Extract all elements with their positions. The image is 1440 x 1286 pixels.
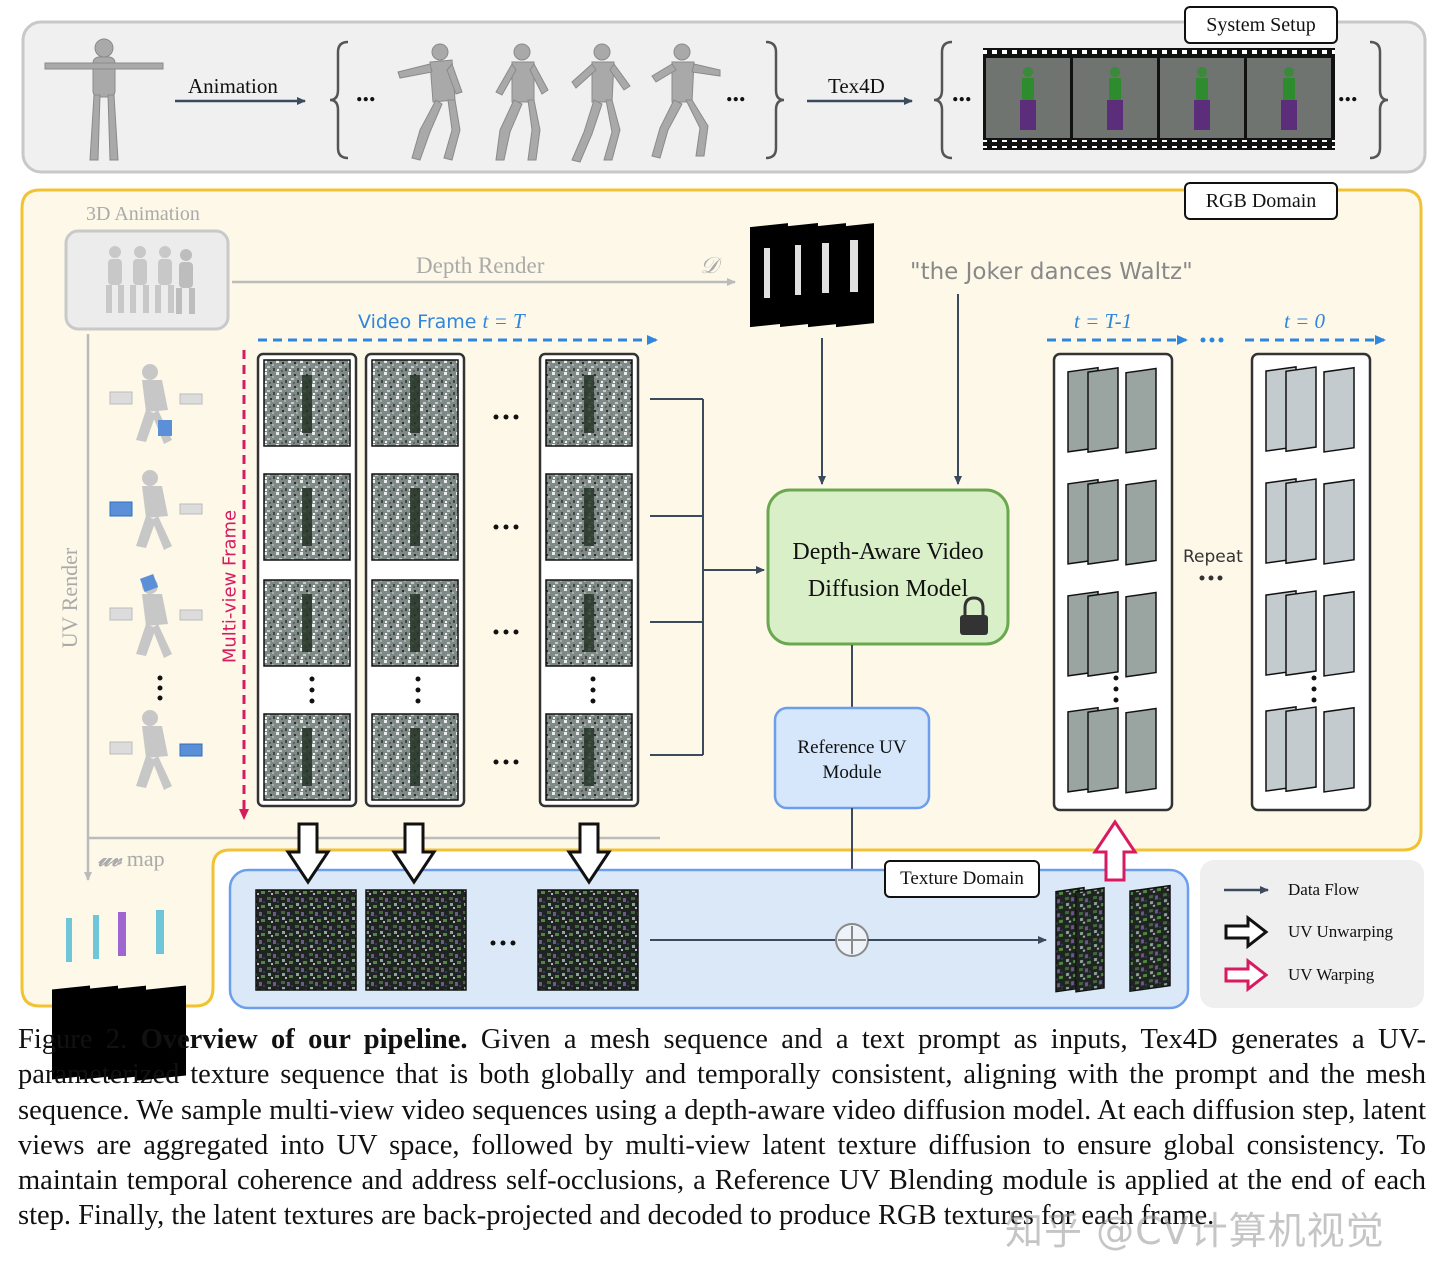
uv-map-stack [52, 910, 186, 1081]
dancing-mesh-2 [495, 43, 549, 161]
video-frame-var: t = T [482, 309, 525, 333]
system-setup-label: System Setup [1184, 6, 1338, 44]
depth-render-label: Depth Render [416, 253, 545, 278]
camera-view-1 [109, 364, 203, 444]
right-brace-2 [1369, 40, 1389, 160]
ellipsis-right-1: ... [726, 78, 746, 107]
repeat-ellipsis [1199, 575, 1223, 581]
animation-3d-label: 3D Animation [86, 203, 200, 225]
plus-circle-icon [835, 923, 869, 957]
depth-symbol: 𝒟 [700, 253, 719, 278]
joker-figures [1020, 67, 1297, 130]
output-column-t-minus [1052, 352, 1174, 812]
model-label: Depth-Aware Video Diffusion Model [768, 534, 1008, 608]
noisy-frame-figures [302, 375, 594, 786]
caption-body: Given a mesh sequence and a text prompt … [18, 1024, 1427, 1232]
output-stack [1067, 366, 1157, 454]
camera-view-3 [109, 574, 203, 658]
dancing-mesh-1 [397, 43, 463, 161]
time-ellipsis [1200, 337, 1224, 343]
left-brace-2 [933, 40, 953, 160]
model-label-line1: Depth-Aware Video [792, 539, 984, 565]
latent-texture-tile [537, 889, 639, 991]
ref-label-line2: Module [822, 762, 882, 783]
uv-map-label: 𝓊𝓋 map [98, 846, 165, 872]
dancing-mesh-4 [651, 43, 721, 159]
camera-view-ellipsis [157, 675, 163, 701]
output-texture-stack [1055, 884, 1171, 993]
video-frame-label: Video Frame t = T [358, 309, 525, 334]
t-zero-label: t = 0 [1284, 309, 1326, 333]
ref-label-line1: Reference UV [797, 737, 907, 758]
latent-texture-tile [365, 889, 467, 991]
depth-aware-model-box [766, 488, 1010, 646]
uv-unwarping-arrows [285, 822, 612, 885]
video-frame-prefix: Video Frame [358, 311, 483, 333]
animation-3d-figures [106, 246, 195, 314]
t-pose-mesh-icon [44, 38, 164, 161]
uv-map-word: map [121, 846, 165, 871]
multiview-frame-label: Multi-view Frame [219, 509, 241, 664]
right-brace-1 [765, 40, 785, 160]
frames-to-model-bracket [650, 398, 765, 756]
uv-warping-arrow [1092, 819, 1138, 882]
dancing-mesh-icons [397, 43, 721, 163]
texture-domain-label: Texture Domain [884, 860, 1040, 898]
lock-icon [960, 596, 988, 635]
multiview-camera-icons [109, 364, 203, 790]
figure-caption: Figure 2. Overview of our pipeline. Give… [18, 1022, 1426, 1234]
output-column-t-zero [1250, 352, 1372, 812]
ellipsis-right-2: ... [1338, 78, 1358, 107]
rgb-domain-label: RGB Domain [1184, 182, 1338, 220]
animation-label: Animation [188, 74, 278, 98]
ellipsis-left-1: ... [356, 78, 376, 107]
texture-ellipsis [490, 940, 516, 946]
dancing-mesh-3 [571, 43, 631, 163]
watermark: 知乎 @CV计算机视觉 [1005, 1209, 1385, 1253]
depth-map-stack [750, 223, 874, 328]
legend-unwarping-label: UV Unwarping [1288, 922, 1393, 941]
column-ellipsis [493, 414, 519, 765]
ellipsis-left-2: ... [952, 78, 972, 107]
legend-unwarping-icon [1224, 914, 1269, 950]
uv-render-label: UV Render [57, 547, 82, 649]
camera-view-2 [109, 470, 203, 550]
legend-data-flow-label: Data Flow [1288, 880, 1360, 899]
tex4d-label: Tex4D [828, 74, 885, 98]
t-minus-label: t = T-1 [1074, 309, 1133, 333]
camera-view-4 [109, 710, 203, 790]
caption-figure-label: Figure 2. [18, 1024, 128, 1055]
film-strip [983, 48, 1335, 150]
left-brace-1 [329, 40, 349, 160]
model-label-line2: Diffusion Model [807, 576, 969, 602]
reference-uv-label: Reference UV Module [775, 735, 929, 785]
repeat-label: Repeat [1183, 547, 1243, 567]
legend-warping-icon [1224, 957, 1269, 993]
caption-title: Overview of our pipeline. [140, 1024, 468, 1055]
text-prompt: "the Joker dances Waltz" [910, 259, 1193, 285]
uv-map-symbol: 𝓊𝓋 [98, 846, 122, 871]
legend-warping-label: UV Warping [1288, 965, 1375, 984]
latent-texture-tile [255, 889, 357, 991]
